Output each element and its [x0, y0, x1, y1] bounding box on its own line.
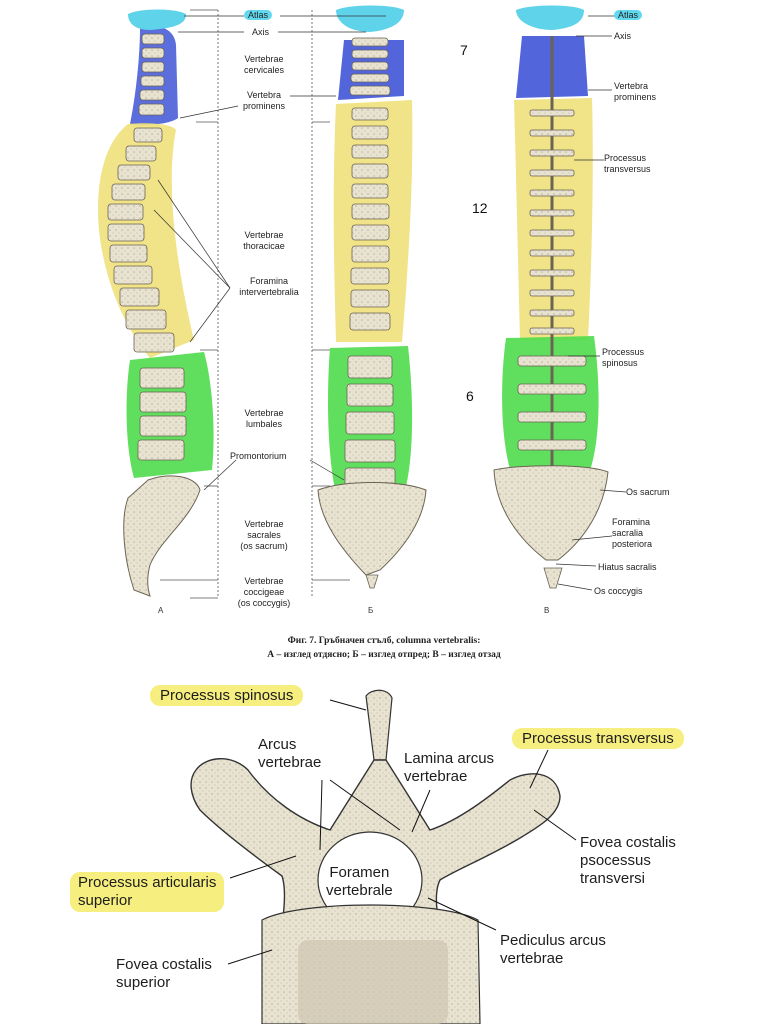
view-letter-a: A: [158, 606, 164, 615]
figure-caption-line2: А – изглед отдясно; Б – изглед отпред; В…: [267, 650, 501, 660]
label-fovea-costalis-proc: Fovea costalis psocessus transversi: [580, 834, 676, 887]
count-thoracic: 12: [472, 200, 488, 216]
label-processus-articularis: Processus articularis superior: [70, 872, 225, 912]
atlas-region-b: [336, 5, 404, 32]
label-os-sacrum: Os sacrum: [626, 487, 670, 497]
label-processus-spinosus: Processus spinosus: [602, 347, 645, 368]
label-vertebrae-thoracicae: Vertebrae thoracicae: [243, 230, 285, 251]
label-promontorium: Promontorium: [230, 451, 287, 461]
label-vertebrae-cervicales: Vertebrae cervicales: [243, 54, 284, 75]
label-pediculus: Pediculus arcus vertebrae: [500, 932, 606, 967]
label-vertebrae-lumbales: Vertebrae lumbales: [244, 408, 284, 429]
label-atlas: Atlas: [244, 10, 273, 21]
view-letter-b: Б: [368, 606, 374, 615]
label-lamina-arcus: Lamina arcus vertebrae: [404, 750, 495, 785]
label-arcus-vertebrae: Arcus vertebrae: [258, 736, 322, 771]
label-right-atlas: Atlas: [614, 10, 643, 21]
label-foramina-sacralia: Foramina sacralia posteriora: [612, 517, 653, 549]
label-fovea-costalis-sup: Fovea costalis superior: [116, 956, 212, 991]
label-vertebrae-coccigeae: Vertebrae coccigeae (os coccygis): [237, 576, 291, 608]
atlas-region-a: [128, 9, 186, 30]
count-lumbar: 6: [466, 388, 474, 404]
label-vertebra-prominens: Vertebra prominens: [242, 90, 286, 111]
spine-front-view: [317, 5, 427, 589]
sacrum-c: [493, 465, 609, 561]
label-foramen-vertebrale: Foramen vertebrale: [326, 864, 393, 899]
label-hiatus-sacralis: Hiatus sacralis: [598, 562, 657, 572]
leader-lines-top: [153, 15, 627, 591]
vertebra-detail: [190, 689, 561, 1024]
spine-lateral-view: [98, 9, 214, 597]
figure-caption-line1: Фиг. 7. Гръбначен стълб, columna vertebr…: [287, 636, 481, 646]
label-right-vertebra-prominens: Vertebra prominens: [614, 81, 657, 102]
label-os-coccygis: Os coccygis: [594, 586, 643, 596]
sacrum-b: [317, 482, 427, 576]
leader-lines-detail: [227, 699, 577, 965]
sacrum-a: [123, 475, 201, 597]
label-axis: Axis: [252, 27, 270, 37]
label-foramina-intervertebralia: Foramina intervertebralia: [239, 276, 299, 297]
spine-back-view: [493, 5, 609, 589]
view-letter-c: В: [544, 606, 550, 615]
label-processus-spinosus-detail: Processus spinosus: [150, 685, 304, 706]
label-processus-transversus: Processus transversus: [604, 153, 651, 174]
label-vertebrae-sacrales: Vertebrae sacrales (os sacrum): [240, 519, 288, 551]
label-right-axis: Axis: [614, 31, 632, 41]
count-cervical: 7: [460, 42, 468, 58]
atlas-region-c: [516, 5, 584, 30]
label-processus-transversus-detail: Processus transversus: [512, 728, 684, 749]
